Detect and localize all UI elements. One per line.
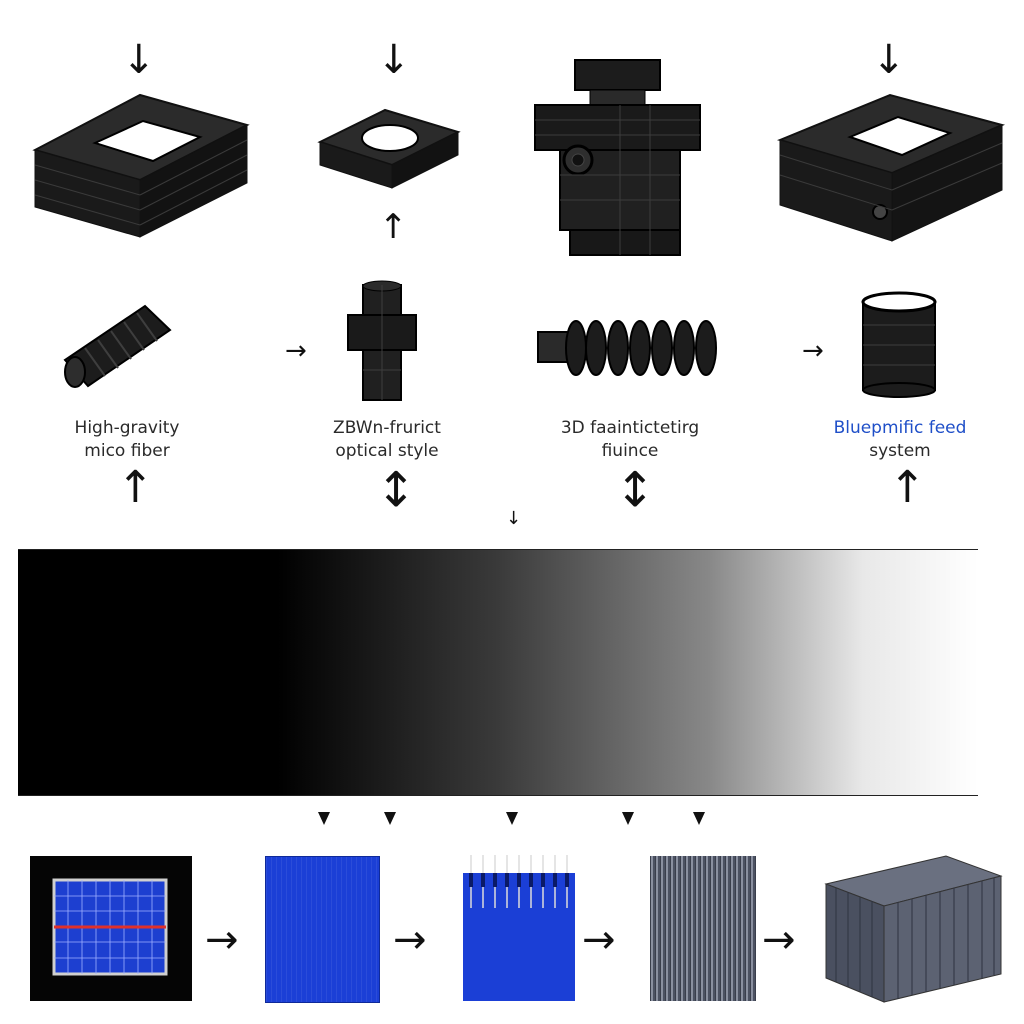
label-line: fiuince [601,441,659,461]
triangle-marker [622,812,634,825]
machine-block-part [534,59,701,256]
flanged-cylinder-part [347,280,417,401]
label-line: Bluepmific feed [833,418,967,438]
triangle-marker [384,812,396,825]
fiber-block-image [824,855,1003,1003]
arrow-down-icon: ↓ [377,37,411,83]
arrow-right-icon: → [205,917,239,963]
fiber-bundle-image [650,856,756,1001]
label-line: ZBWn-frurict [333,418,441,438]
label-line: mico fiber [84,441,170,461]
triangle-marker [318,812,330,825]
arrow-right-icon: → [802,336,824,366]
arrow-right-icon: → [285,336,307,366]
arrow-right-icon: → [393,917,427,963]
label-high-gravity: High-gravity mico fiber [17,417,237,463]
triangle-marker [693,812,705,825]
grid-panel-image [30,856,192,1001]
cylinder-part [861,291,937,398]
arrow-double-icon: ↕ [376,462,417,518]
ribbed-tube-part [63,304,172,388]
label-3d-fabricating: 3D faaintictetirg fiuince [520,417,740,463]
triangle-marker [506,812,518,825]
label-feed-system: Bluepmific feed system [790,417,1010,463]
gradient-band [18,549,978,796]
small-frame-part [317,108,461,189]
box-frame-part [776,93,1006,242]
arrow-right-icon: → [582,917,616,963]
arrow-up-icon: ↑ [117,462,154,513]
arrow-down-icon: ↓ [872,37,906,83]
arrow-right-icon: → [762,917,796,963]
label-line: 3D faaintictetirg [560,418,700,438]
label-line: High-gravity [74,418,180,438]
label-line: optical style [335,441,439,461]
arrow-double-icon: ↕ [615,462,656,518]
label-optical-style: ZBWn-frurict optical style [277,417,497,463]
arrow-up-icon: ↑ [889,462,926,513]
comb-sheet-image [463,855,575,1001]
square-frame-part [32,93,250,238]
blue-sheet-image [265,856,380,1003]
bellows-part [537,320,717,376]
arrow-down-icon: ↓ [506,508,522,529]
arrow-up-icon: ↑ [379,207,408,247]
label-line: system [869,441,931,461]
arrow-down-icon: ↓ [122,37,156,83]
